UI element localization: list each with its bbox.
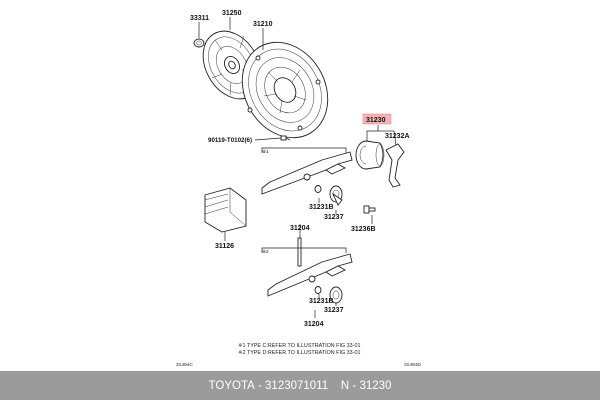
caption-brand: TOYOTA bbox=[208, 379, 255, 392]
group-2-bracket bbox=[261, 247, 347, 253]
figure-code-right: 31494D bbox=[404, 362, 421, 368]
caption-ref: 31230 bbox=[359, 379, 392, 392]
leader-lines bbox=[198, 17, 397, 318]
release-fork-1-drawing bbox=[261, 151, 353, 206]
fork-cover-drawing bbox=[204, 187, 247, 233]
part-label-31126[interactable]: 31126 bbox=[215, 243, 234, 250]
release-bearing-drawing bbox=[355, 140, 385, 170]
part-label-31204-2[interactable]: 31204 bbox=[304, 321, 324, 328]
clutch-cover-drawing bbox=[241, 41, 329, 139]
caption-separator-2: N - bbox=[328, 379, 360, 392]
part-label-31236b[interactable]: 31236B bbox=[351, 226, 376, 233]
caption-part-number: 3123071011 bbox=[265, 379, 329, 392]
fork-boot-drawing bbox=[363, 205, 376, 214]
pilot-bearing-drawing bbox=[193, 38, 205, 48]
caption-bar: TOYOTA - 3123071011 N - 31230 bbox=[0, 371, 600, 400]
caption-separator-1: - bbox=[254, 379, 266, 392]
group-1-bracket bbox=[261, 147, 347, 153]
part-label-31204-1[interactable]: 31204 bbox=[290, 225, 310, 232]
part-label-31237-2[interactable]: 31237 bbox=[324, 307, 344, 314]
part-label-31230[interactable]: 31230 bbox=[366, 117, 386, 124]
part-label-31210[interactable]: 31210 bbox=[253, 21, 273, 28]
release-fork-2-drawing bbox=[267, 253, 353, 304]
part-label-31231b-1[interactable]: 31231B bbox=[309, 204, 334, 211]
part-label-90119[interactable]: 90119-T0102(6) bbox=[208, 137, 252, 144]
part-label-33311[interactable]: 33311 bbox=[190, 15, 209, 22]
part-label-31232a[interactable]: 31232A bbox=[385, 133, 410, 140]
figure-code-left: 31494C bbox=[176, 362, 193, 368]
highlight-box bbox=[362, 113, 392, 125]
note-type-c: ※1 TYPE C:REFER TO ILLUSTRATION FIG 33-0… bbox=[238, 343, 360, 349]
note-type-d: ※2 TYPE D:REFER TO ILLUSTRATION FIG 33-0… bbox=[238, 350, 360, 356]
part-label-31231b-2[interactable]: 31231B bbox=[309, 298, 334, 305]
part-label-31237-1[interactable]: 31237 bbox=[324, 214, 344, 221]
pushrod-1-drawing bbox=[297, 237, 302, 267]
group-mark-1: ※1 bbox=[262, 149, 269, 155]
hub-clip-drawing bbox=[385, 143, 405, 188]
group-mark-2: ※2 bbox=[262, 249, 269, 255]
part-label-31250[interactable]: 31250 bbox=[222, 10, 242, 17]
